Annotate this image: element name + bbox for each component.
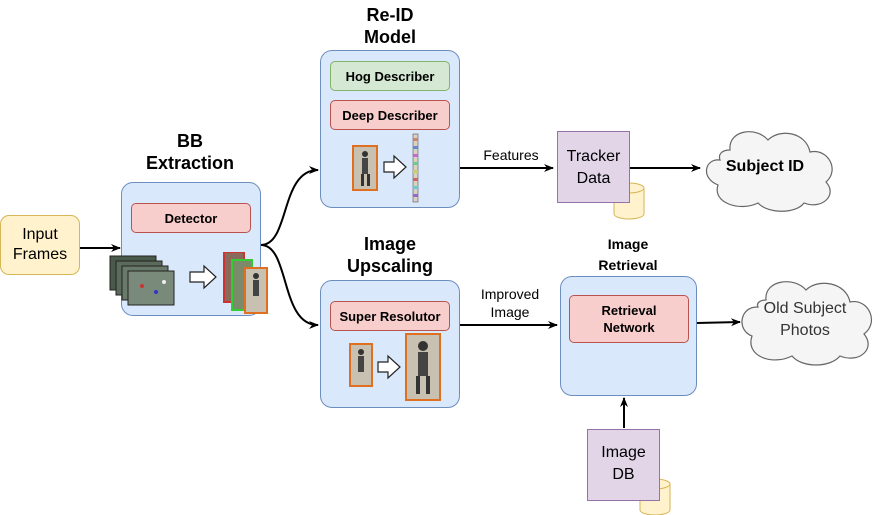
cloud-old-photos xyxy=(741,281,873,366)
image-db-box: Image DB xyxy=(587,429,660,501)
retrieval-block: Retrieval Network xyxy=(560,276,697,396)
features-label: Features xyxy=(483,147,539,163)
hollow-arrow-icon xyxy=(189,264,217,290)
hollow-arrow-icon xyxy=(377,354,401,380)
hog-describer-box: Hog Describer xyxy=(330,61,450,91)
arrow-retrieval-to-old xyxy=(696,318,741,327)
frames-illustration xyxy=(109,252,268,314)
tracker-data-box: Tracker Data xyxy=(557,131,630,203)
arrow-bb-to-upscaling xyxy=(260,244,319,329)
reid-title: Re-ID Model xyxy=(364,5,416,47)
person-crop-icon xyxy=(352,145,378,191)
improved-image-label: Improved Image xyxy=(480,286,540,320)
deep-describer-box: Deep Describer xyxy=(330,100,450,130)
large-person-icon xyxy=(405,333,441,401)
cloud-subject-id xyxy=(706,131,833,212)
upscaling-illustration xyxy=(349,333,441,401)
frame-stack-icon xyxy=(109,255,175,306)
input-frames-label: Input Frames xyxy=(12,226,68,263)
retrieval-network-box: Retrieval Network xyxy=(569,295,689,343)
tracker-data-label: Tracker Data xyxy=(566,148,621,187)
cropped-person-icon xyxy=(223,252,268,314)
reid-block: Hog Describer Deep Describer xyxy=(320,50,460,208)
image-db-label: Image DB xyxy=(601,444,646,483)
arrow-bb-to-reid xyxy=(260,166,319,246)
reid-illustration xyxy=(352,133,419,203)
small-person-icon xyxy=(349,343,373,387)
upscaling-title: Image Upscaling xyxy=(346,234,434,276)
bb-extraction-title: BB Extraction xyxy=(145,131,235,173)
feature-vector-icon xyxy=(412,133,419,203)
hollow-arrow-icon xyxy=(383,154,407,180)
input-frames-box: Input Frames xyxy=(0,215,80,275)
old-photos-label: Old Subject Photos xyxy=(763,300,847,339)
subject-id-label: Subject ID xyxy=(725,158,805,175)
detector-box: Detector xyxy=(131,203,251,233)
retrieval-title: Image Retrieval xyxy=(598,236,658,273)
super-resolutor-box: Super Resolutor xyxy=(330,301,450,331)
